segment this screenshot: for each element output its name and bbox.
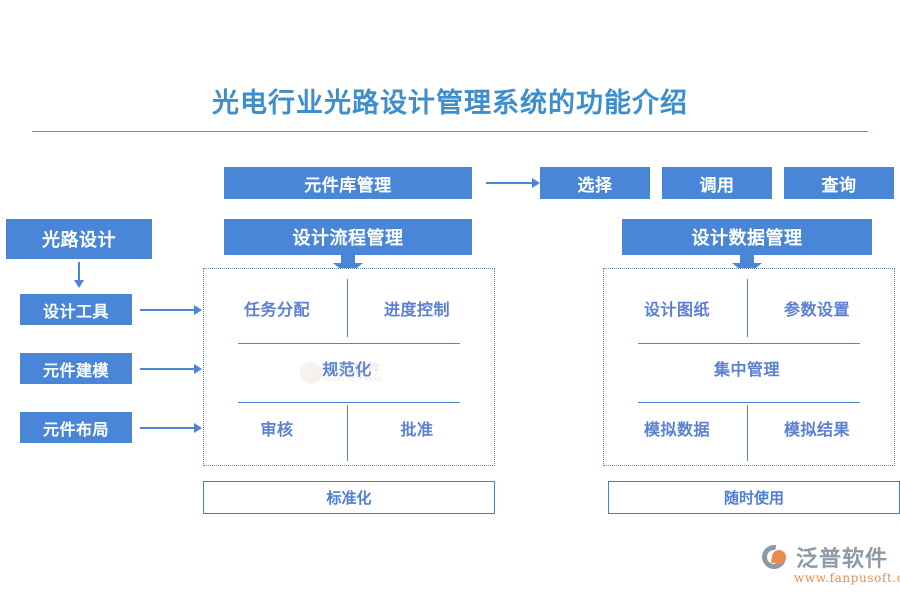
cell-task-assignment[interactable]: 任务分配	[243, 300, 310, 319]
brand-name: 泛普软件	[796, 547, 889, 572]
cell-standardization-inner[interactable]: 规范化	[322, 360, 372, 379]
box-anytime-use[interactable]: 随时使用	[608, 481, 900, 514]
cell-parameter-settings[interactable]: 参数设置	[783, 300, 850, 319]
cell-approval[interactable]: 批准	[400, 420, 434, 439]
arrow-component-modeling-to-panel	[140, 363, 202, 375]
divider-vertical-bottom	[747, 405, 748, 461]
box-component-modeling[interactable]: 元件建模	[20, 353, 132, 384]
divider-horizontal-lower	[638, 402, 860, 403]
title-divider	[32, 131, 868, 132]
divider-vertical-bottom	[347, 405, 348, 461]
box-action-select[interactable]: 选择	[540, 167, 650, 199]
box-action-invoke[interactable]: 调用	[662, 167, 772, 199]
cell-simulation-data[interactable]: 模拟数据	[643, 420, 710, 439]
box-standardization[interactable]: 标准化	[203, 481, 495, 514]
cell-centralized-management[interactable]: 集中管理	[713, 360, 780, 379]
divider-horizontal-upper	[238, 343, 460, 344]
brand-logo-row: 泛普软件	[757, 540, 889, 574]
cell-simulation-result[interactable]: 模拟结果	[783, 420, 850, 439]
panel-design-data: 设计图纸 参数设置 集中管理 模拟数据 模拟结果	[603, 268, 895, 466]
panel-design-process: 任务分配 进度控制 规范化 审核 批准	[203, 268, 495, 466]
header-optical-path-design[interactable]: 光路设计	[6, 219, 152, 259]
arrow-library-to-actions	[486, 177, 540, 189]
arrow-design-tools-to-panel	[140, 304, 202, 316]
divider-horizontal-lower	[238, 402, 460, 403]
arrow-optical-design-to-tools	[73, 262, 85, 288]
box-component-layout[interactable]: 元件布局	[20, 412, 132, 443]
cell-progress-control[interactable]: 进度控制	[383, 300, 450, 319]
brand-logo: 泛普软件 www.fanpusoft.com	[757, 540, 900, 591]
divider-horizontal-upper	[638, 343, 860, 344]
fanpu-logo-icon	[757, 540, 792, 574]
header-design-process-management[interactable]: 设计流程管理	[224, 219, 472, 255]
header-design-data-management[interactable]: 设计数据管理	[622, 219, 872, 255]
cell-design-drawings[interactable]: 设计图纸	[643, 300, 710, 319]
box-action-query[interactable]: 查询	[784, 167, 894, 199]
divider-vertical-top	[347, 279, 348, 337]
arrow-component-layout-to-panel	[140, 422, 202, 434]
cell-review[interactable]: 审核	[260, 420, 294, 439]
box-component-library-management[interactable]: 元件库管理	[224, 167, 472, 199]
box-design-tools[interactable]: 设计工具	[20, 294, 132, 325]
divider-vertical-top	[747, 279, 748, 337]
page-title: 光电行业光路设计管理系统的功能介绍	[212, 88, 688, 119]
brand-url: www.fanpusoft.com	[794, 571, 900, 585]
